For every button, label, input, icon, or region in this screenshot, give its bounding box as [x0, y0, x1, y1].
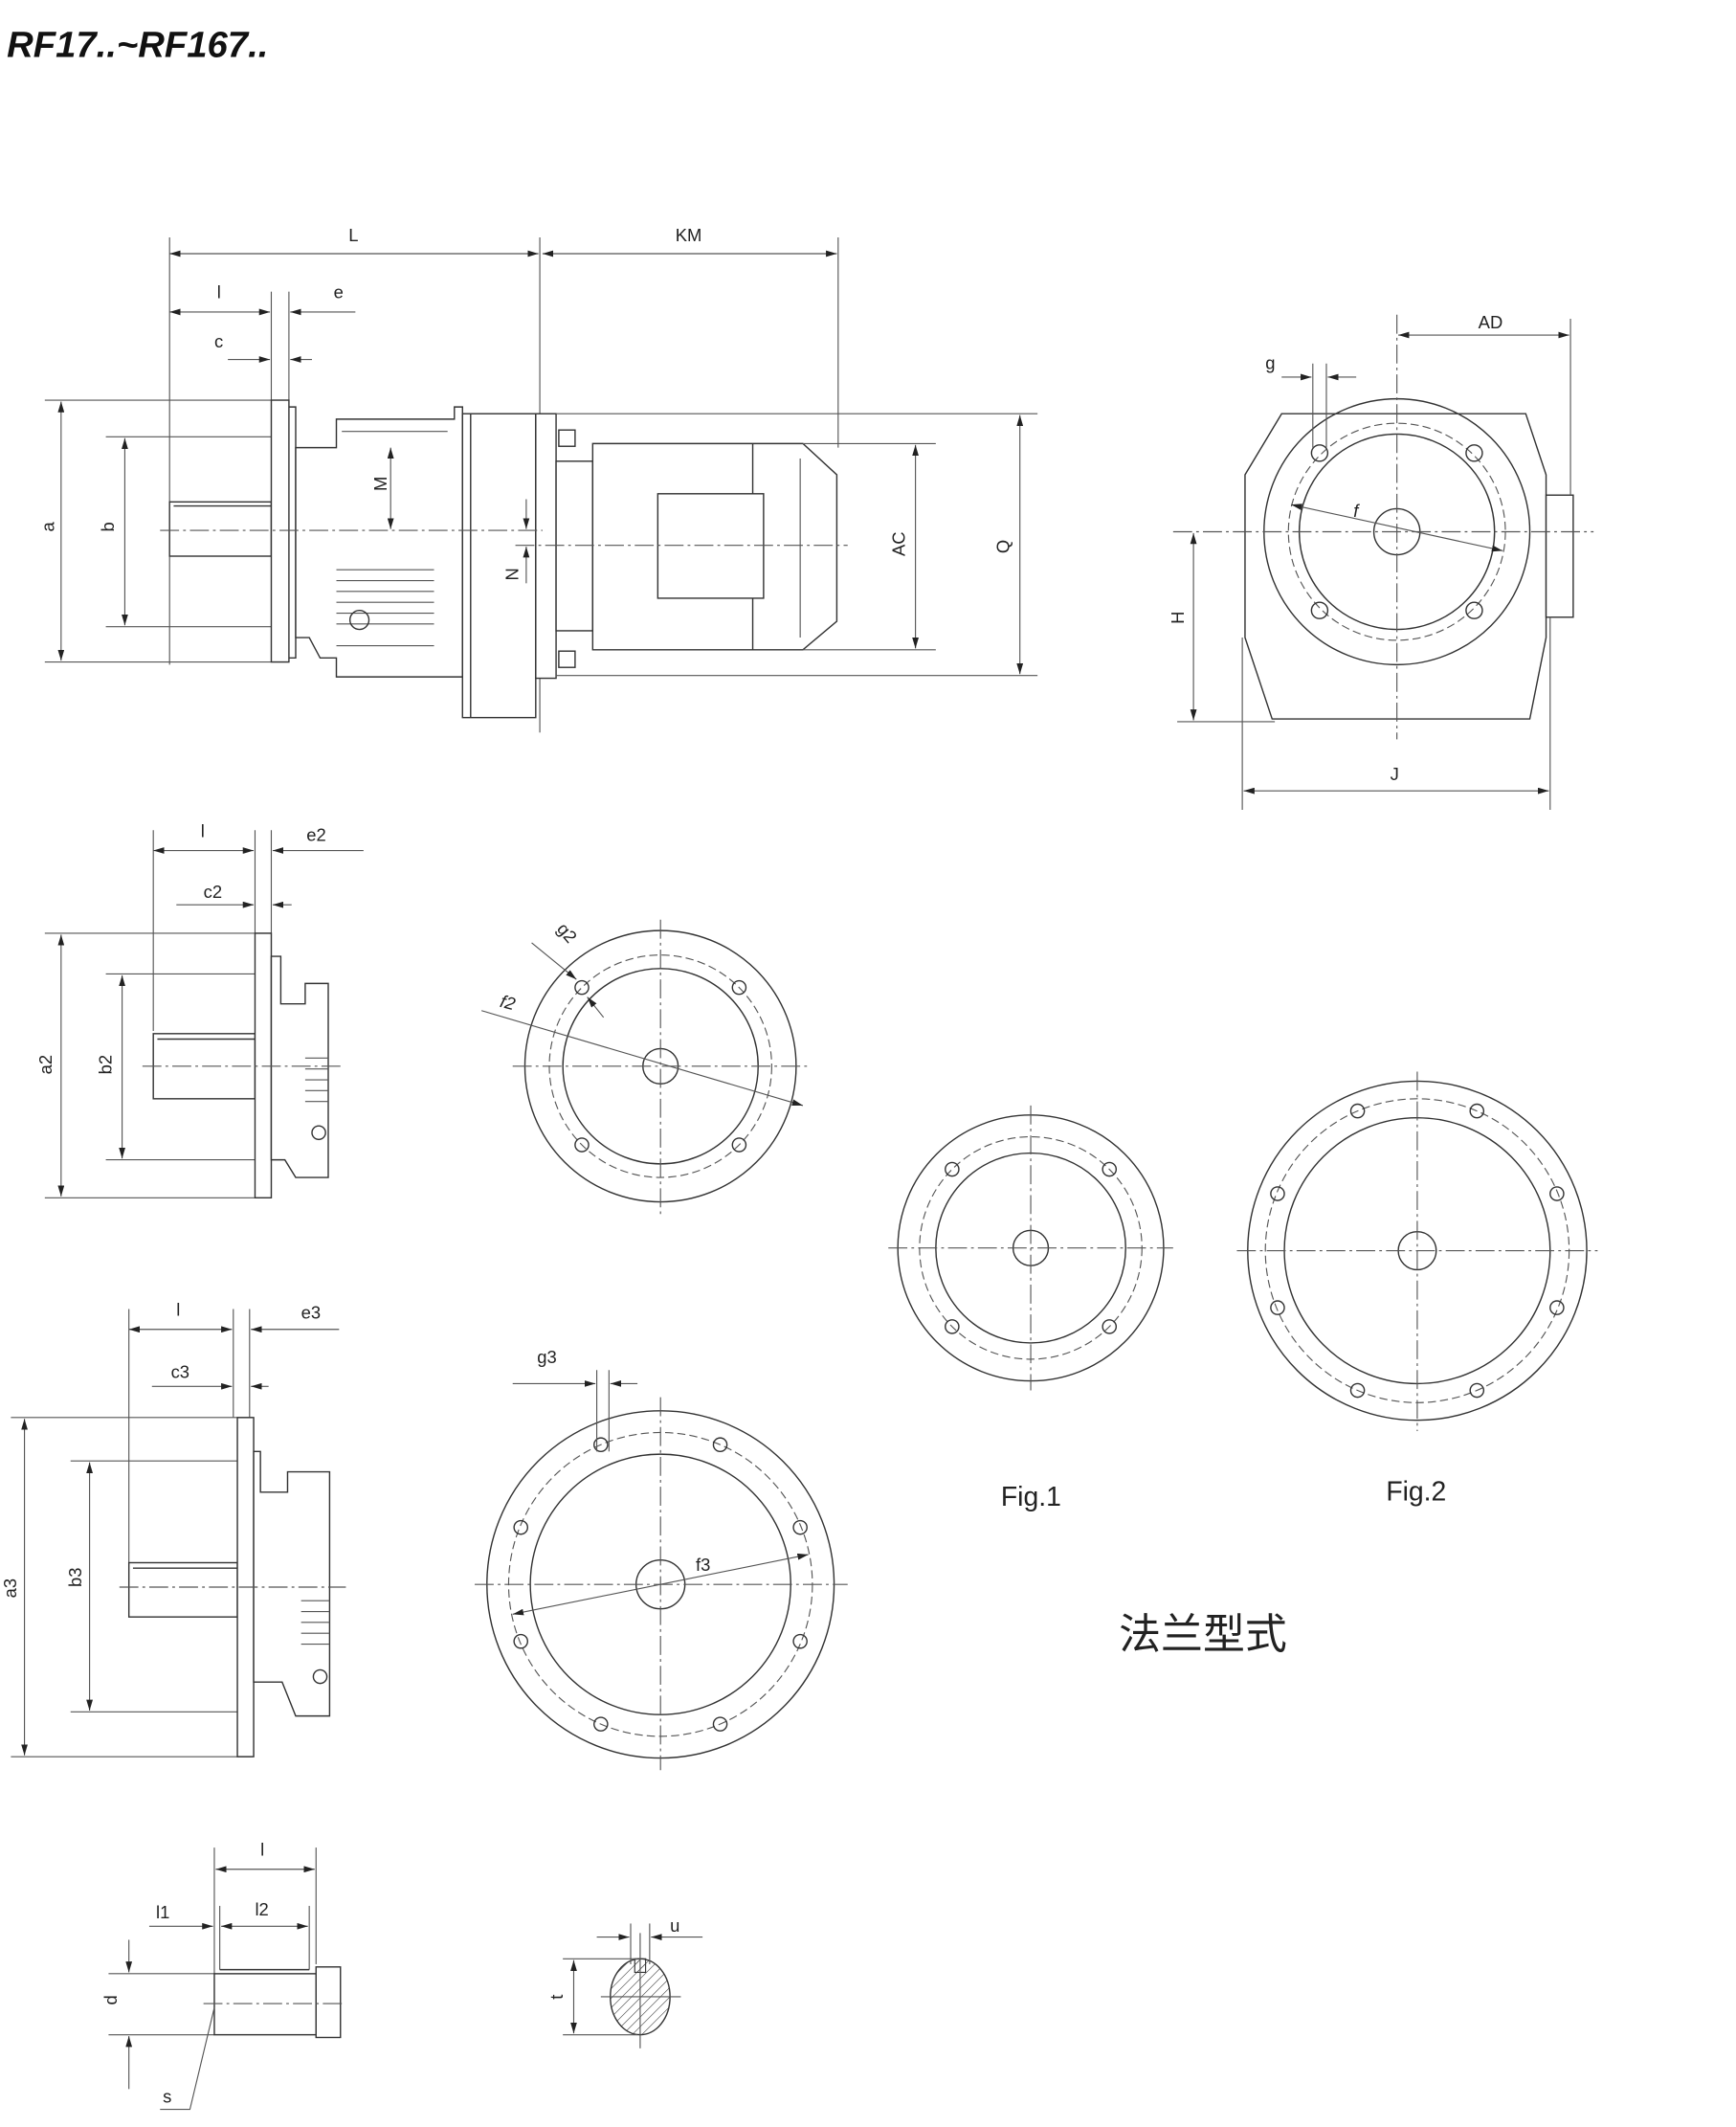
dim-e: e [334, 282, 344, 302]
flange-view-3-side: l e3 c3 a3 b3 [0, 1300, 346, 1758]
dim-l1: l1 [156, 1902, 169, 1922]
dim-u: u [670, 1915, 679, 1936]
flange-type-caption: 法兰型式 [1119, 1610, 1287, 1659]
dim-l-3: l [176, 1300, 180, 1320]
dim-d: d [100, 1995, 121, 2004]
dim-J: J [1391, 764, 1399, 784]
dim-Q: Q [992, 540, 1013, 553]
dim-f2: f2 [499, 991, 518, 1014]
dim-l-shaft: l [260, 1840, 264, 1860]
dim-l2: l2 [255, 1899, 268, 1919]
dim-a2: a2 [35, 1055, 56, 1074]
dim-g3: g3 [537, 1347, 556, 1367]
fig2-label: Fig.2 [1386, 1476, 1446, 1507]
dim-a3: a3 [0, 1578, 20, 1598]
dim-b2: b2 [95, 1055, 115, 1074]
dim-AD: AD [1479, 312, 1503, 332]
dim-b3: b3 [65, 1568, 85, 1587]
fig1-flange: Fig.1 [888, 1105, 1173, 1512]
dim-f3: f3 [696, 1555, 710, 1575]
dim-t: t [546, 1995, 567, 2000]
dim-N: N [501, 568, 522, 580]
dim-M: M [370, 477, 390, 491]
key-section: u t [546, 1915, 703, 2049]
dim-e2: e2 [306, 825, 325, 845]
dim-g2: g2 [553, 919, 581, 947]
dim-L: L [348, 225, 358, 245]
dim-e3: e3 [301, 1302, 321, 1322]
dim-a: a [38, 522, 58, 532]
terminal-box [657, 493, 765, 599]
dim-c2: c2 [204, 882, 222, 902]
dim-KM: KM [676, 225, 702, 245]
dim-g: g [1265, 352, 1275, 372]
main-side-view: L KM l e c a b [38, 225, 1038, 733]
page-title: RF17..~RF167.. [7, 25, 268, 66]
dim-c: c [214, 331, 223, 351]
dim-c3: c3 [171, 1362, 189, 1382]
dim-s: s [163, 2086, 171, 2106]
flange-view-2-front: f2 g2 [480, 919, 811, 1215]
fig1-label: Fig.1 [1001, 1482, 1061, 1512]
fig2-flange: Fig.2 [1236, 1071, 1598, 1507]
oil-plug-icon [348, 609, 370, 631]
flange-view-3-front: f3 g3 [475, 1347, 848, 1771]
end-view: f AD g H J [1168, 312, 1594, 811]
shaft-detail: l l1 l2 d s [100, 1840, 343, 2111]
dim-AC: AC [888, 531, 908, 556]
dim-b: b [98, 522, 118, 531]
dim-f: f [1353, 501, 1360, 521]
dim-l-2: l [201, 820, 205, 840]
dim-l: l [217, 282, 221, 302]
dim-H: H [1168, 612, 1188, 624]
flange-view-2-side: l e2 c2 a2 b2 [35, 820, 364, 1199]
